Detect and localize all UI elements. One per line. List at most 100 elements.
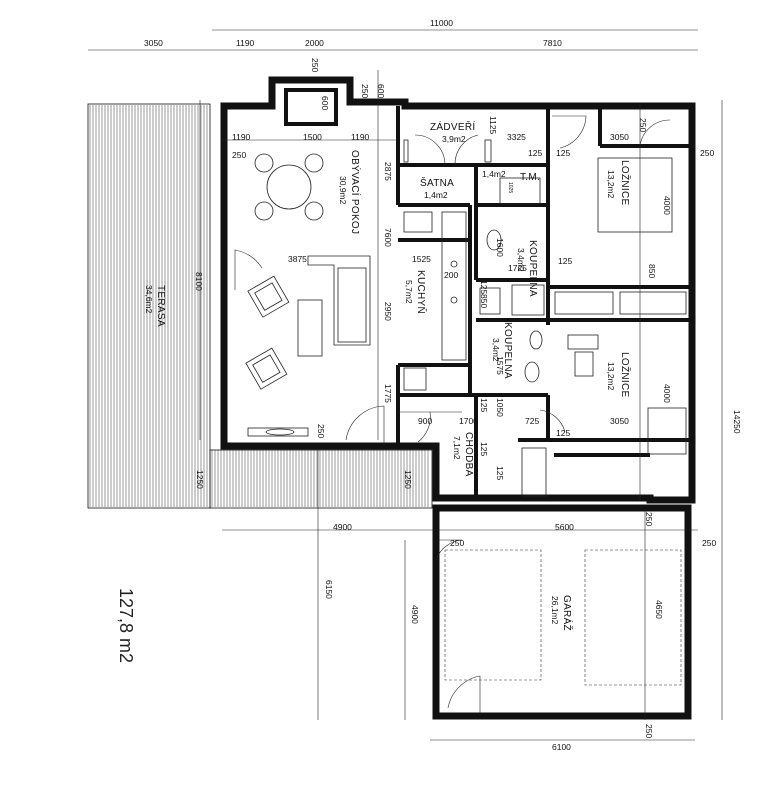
dim-4900a: 4900 [333,522,352,532]
room-koupelna1-area: 3,4m2 [516,248,526,272]
dim-top-c: 7810 [543,38,562,48]
dim-125h: 125 [495,466,505,480]
dim-125c: 125 [558,256,572,266]
dim-125f: 125 [556,428,570,438]
room-satna-area: 1,4m2 [424,190,448,200]
dim-inner-a: 1190 [232,132,251,142]
dim-2875: 2875 [383,162,393,181]
room-loznice1-name: LOŽNICE [619,160,632,205]
terrace-hatch [89,105,208,507]
dim-6150: 6150 [324,580,334,599]
room-koupelna2-name: KOUPELNA [502,322,513,379]
dim-250b: 250 [360,84,370,98]
room-terasa-area: 34,6m2 [144,285,154,314]
dim-850b: 850 [479,294,489,308]
dim-1250a: 1250 [195,470,205,489]
dim-1250b: 1250 [403,470,413,489]
dim-125e: 125 [479,398,489,412]
terrace-outline [87,103,211,509]
dim-250-tv: 250 [316,424,326,438]
dim-1775: 1775 [383,384,393,403]
doors [234,115,671,716]
dim-850a: 850 [647,264,657,278]
dim-8100: 8100 [194,272,204,291]
dim-top-b: 2000 [305,38,324,48]
car-2 [584,549,682,686]
bed-1 [597,157,673,233]
terrace-hatch-lower [209,449,433,509]
room-loznice1-area: 13,2m2 [606,170,616,199]
room-obyvaci-name: OBÝVACÍ POKOJ [349,150,362,234]
room-loznice2-area: 13,2m2 [606,362,616,391]
dim-250i: 250 [644,724,654,738]
coffee-table [297,299,323,357]
room-garaz-name: GARÁŽ [561,595,574,631]
room-loznice2-name: LOŽNICE [619,352,632,397]
dim-terrace-width: 3050 [144,38,163,48]
dim-5600: 5600 [555,522,574,532]
dim-inner-c: 1190 [351,132,370,142]
dim-inner-b: 1500 [303,132,322,142]
room-kuchyn-area: 5,7m2 [404,280,414,304]
dim-250h: 250 [702,538,716,548]
wardrobe-1 [554,291,614,315]
house-outer-wall [220,76,696,504]
room-kuchyn-name: KUCHYŇ [415,270,428,314]
room-labels: ZÁDVEŘÍ 3,9m2 ŠATNA 1,4m2 T.M. 1,4m2 LOŽ… [144,120,632,631]
dim-1025: 1025 [507,182,513,193]
room-obyvaci-area: 30,9m2 [338,176,348,205]
dim-4000b: 4000 [662,384,672,403]
dim-250a: 250 [310,58,320,72]
room-garaz-area: 26,1m2 [550,596,560,625]
dim-250c: 250 [700,148,714,158]
dim-2950: 2950 [383,302,393,321]
dim-125a: 125 [528,148,542,158]
dim-3875: 3875 [288,254,307,264]
dim-725: 725 [525,416,539,426]
dim-4900b: 4900 [410,605,420,624]
room-zadveri-area: 3,9m2 [442,134,466,144]
interior-walls [396,106,692,498]
dim-14250: 14250 [732,410,742,434]
dim-1050: 1050 [495,398,505,417]
room-koupelna2-area: 3,4m2 [491,338,501,362]
room-terasa-name: TERASA [155,285,166,327]
dim-1575: 1575 [495,356,505,375]
dim-1600: 1600 [495,238,505,257]
dim-125b: 125 [556,148,570,158]
dim-250d: 250 [232,150,246,160]
total-area-label: 127,8 m2 [116,588,136,663]
dim-4650: 4650 [654,600,664,619]
fireplace-niche [284,88,338,126]
room-tm-name: T.M. [520,172,540,183]
dim-top-a: 1190 [236,38,255,48]
dim-6100: 6100 [552,742,571,752]
wardrobe-2 [619,291,687,315]
dim-1725b: 1725 [508,263,527,273]
dim-1525: 1525 [412,254,431,264]
room-chodba-name: CHODBA [463,432,474,477]
dim-1125: 1125 [488,116,498,135]
room-chodba-area: 7,1m2 [452,436,462,460]
dim-total-width: 11000 [430,18,453,28]
furniture [245,139,687,686]
dim-1700: 1700 [459,416,478,426]
dim-7600: 7600 [383,228,393,247]
dim-3050b: 3050 [610,416,629,426]
dim-250f: 250 [450,538,464,548]
garage-outer-wall [432,504,692,720]
room-tm-area: 1,4m2 [482,169,506,179]
dim-125d: 125 [479,280,489,294]
dim-200: 200 [444,270,458,280]
dim-250e: 250 [638,118,648,132]
dim-600b: 600 [376,84,386,98]
dim-900: 900 [418,416,432,426]
dining-table [266,164,312,210]
dim-3050a: 3050 [610,132,629,142]
dimension-labels: 11000 3050 1190 2000 7810 1190 1500 1190… [144,18,742,752]
sofa [307,255,371,346]
dim-125g: 125 [479,442,489,456]
dim-600a: 600 [320,96,330,110]
room-satna-name: ŠATNA [420,176,454,189]
